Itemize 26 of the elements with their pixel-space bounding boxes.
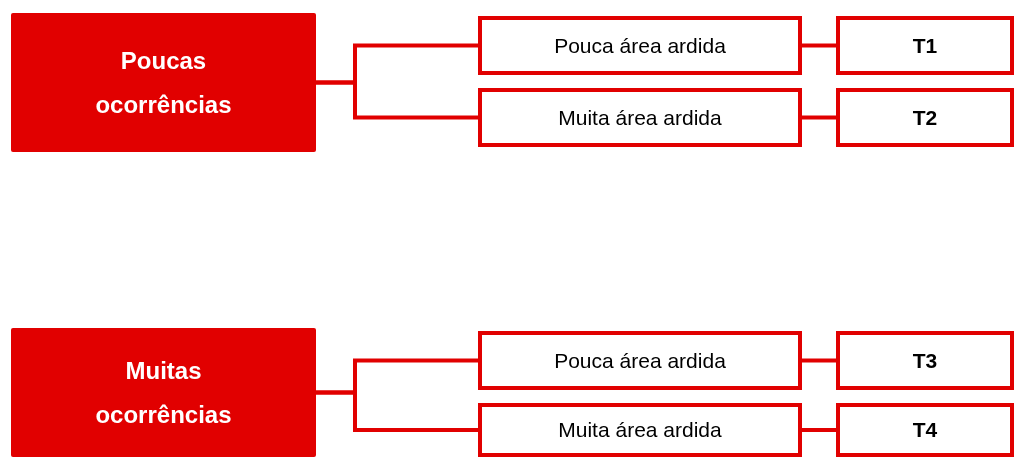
- result-box: [836, 403, 1014, 457]
- option-box: [478, 331, 802, 390]
- result-box: [836, 331, 1014, 390]
- result-box: [836, 88, 1014, 147]
- node-label: Muitas ocorrências: [94, 355, 233, 430]
- node-label: T2: [912, 104, 938, 131]
- connector-line: [802, 428, 836, 432]
- connector-line: [802, 43, 836, 48]
- connector-line: [316, 390, 478, 432]
- category-box: [11, 13, 316, 152]
- connector-line: [316, 80, 478, 120]
- result-box: [836, 16, 1014, 75]
- node-label: Poucas ocorrências: [94, 45, 233, 120]
- node-label: T3: [912, 347, 938, 374]
- option-box: [478, 16, 802, 75]
- connector-line: [802, 358, 836, 363]
- node-label: T4: [912, 417, 938, 444]
- node-label: Pouca área ardida: [554, 32, 726, 59]
- connector-line: [802, 115, 836, 120]
- category-box: [11, 328, 316, 457]
- node-label: Pouca área ardida: [554, 347, 726, 374]
- option-box: [478, 403, 802, 457]
- node-label: Muita área ardida: [558, 104, 722, 131]
- node-label: Muita área ardida: [558, 417, 722, 444]
- node-label: T1: [912, 32, 938, 59]
- option-box: [478, 88, 802, 147]
